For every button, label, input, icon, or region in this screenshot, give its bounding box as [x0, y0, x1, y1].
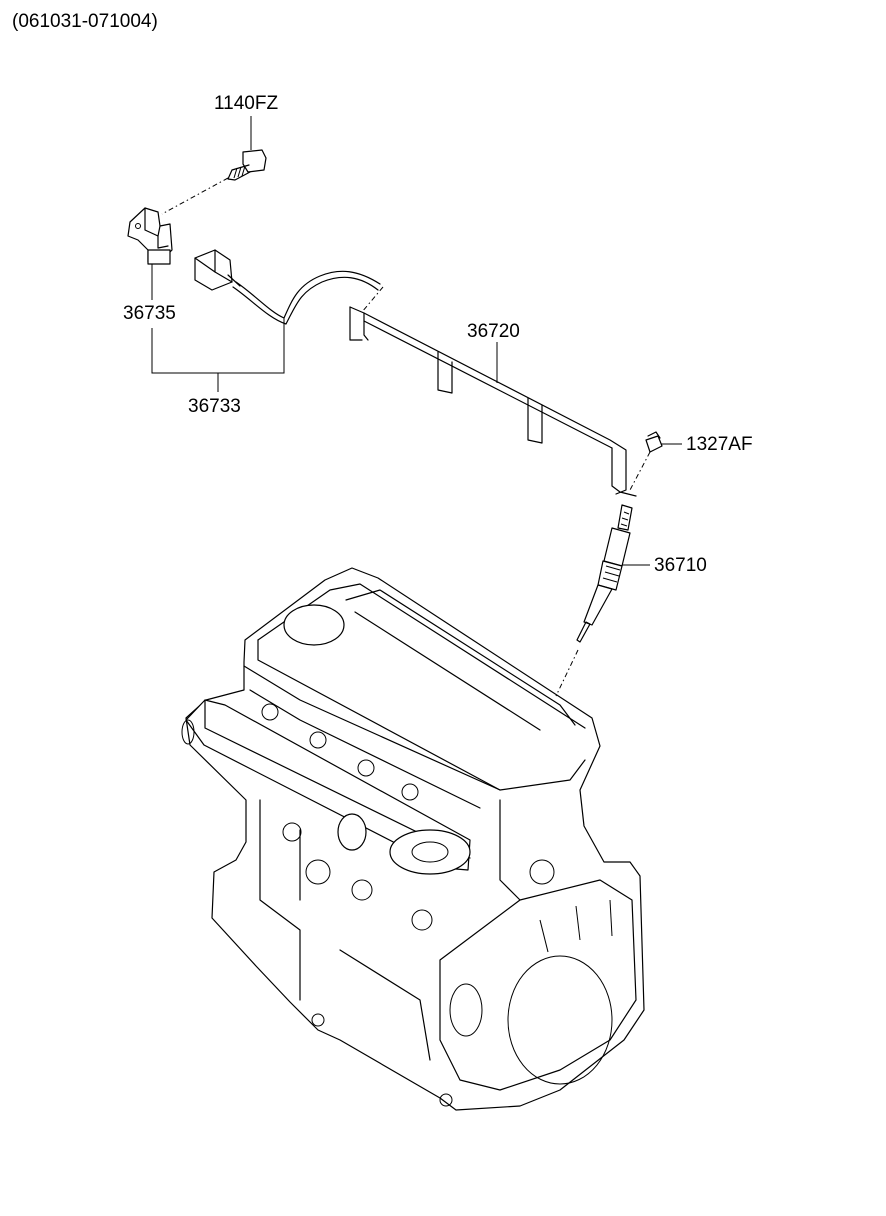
bolt-drawing [227, 149, 267, 181]
part-label-36710[interactable]: 36710 [654, 555, 707, 576]
assembly-lines [161, 177, 651, 697]
engine-drawing [181, 567, 645, 1111]
part-label-36733[interactable]: 36733 [188, 396, 241, 417]
sensor-drawing [194, 249, 381, 325]
part-label-36720[interactable]: 36720 [467, 321, 520, 342]
glow-plug-drawing [576, 504, 633, 643]
date-range-label: (061031-071004) [12, 11, 158, 32]
part-label-1140fz[interactable]: 1140FZ [214, 93, 279, 114]
part-label-1327af[interactable]: 1327AF [686, 434, 753, 455]
bracket-drawing [127, 207, 173, 265]
nut-drawing [645, 431, 663, 453]
part-label-36735[interactable]: 36735 [123, 303, 176, 324]
harness-drawing [349, 306, 637, 497]
